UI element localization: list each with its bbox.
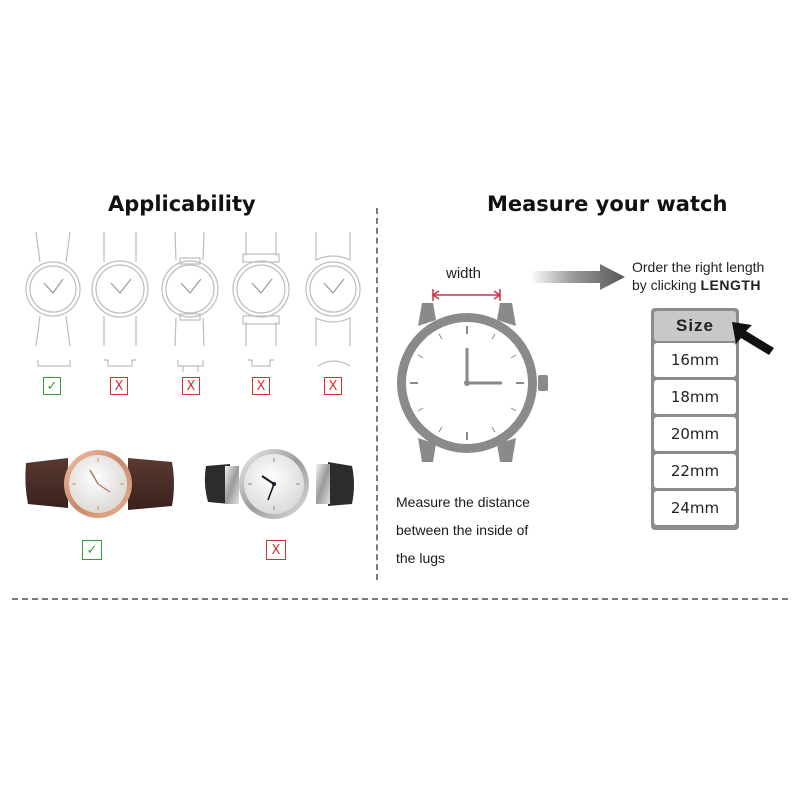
measure-instructions: Measure the distance between the inside … bbox=[396, 488, 530, 572]
size-option-20mm[interactable]: 20mm bbox=[654, 417, 736, 451]
watch-measure-diagram bbox=[397, 289, 548, 462]
applicability-title: Applicability bbox=[108, 192, 256, 216]
instruction-line: the lugs bbox=[396, 550, 446, 566]
order-instruction-prefix: by clicking bbox=[632, 277, 701, 293]
variant-straight-lugs-check-icon: ✓ bbox=[43, 377, 61, 395]
size-option-22mm[interactable]: 22mm bbox=[654, 454, 736, 488]
measure-title: Measure your watch bbox=[487, 192, 728, 216]
size-option-24mm[interactable]: 24mm bbox=[654, 491, 736, 525]
width-label: width bbox=[446, 265, 482, 282]
steel-watch-image bbox=[204, 449, 354, 519]
variant-straight-lugs-icon bbox=[25, 231, 81, 367]
instruction-line: between the inside of bbox=[396, 522, 529, 538]
variant-stepped-lugs-cross-icon: X bbox=[110, 377, 128, 395]
pointer-arrow-icon bbox=[732, 322, 774, 355]
size-option-18mm[interactable]: 18mm bbox=[654, 380, 736, 414]
size-header[interactable]: Size bbox=[654, 311, 736, 341]
lug-variants-illustration bbox=[25, 231, 361, 372]
variant-curved-lugs-cross-icon: X bbox=[324, 377, 342, 395]
instruction-line: Measure the distance bbox=[396, 494, 530, 510]
size-option-16mm[interactable]: 16mm bbox=[654, 343, 736, 377]
rose-gold-watch-image bbox=[25, 450, 174, 518]
variant-bar-lugs-icon bbox=[161, 231, 219, 372]
variant-square-lugs-cross-icon: X bbox=[252, 377, 270, 395]
variant-bar-lugs-cross-icon: X bbox=[182, 377, 200, 395]
rose-gold-watch-check-icon: ✓ bbox=[82, 540, 102, 560]
order-instruction-line1: Order the right length bbox=[632, 259, 765, 275]
steel-watch-cross-icon: X bbox=[266, 540, 286, 560]
horizontal-divider bbox=[12, 598, 788, 600]
variant-stepped-lugs-icon bbox=[91, 232, 149, 367]
length-keyword: LENGTH bbox=[700, 277, 762, 293]
vertical-divider bbox=[376, 208, 378, 580]
arrow-right-icon bbox=[530, 264, 625, 290]
order-instruction-line2: by clicking LENGTH bbox=[632, 274, 761, 296]
variant-curved-lugs-icon bbox=[305, 232, 361, 367]
variant-square-lugs-icon bbox=[232, 232, 290, 367]
